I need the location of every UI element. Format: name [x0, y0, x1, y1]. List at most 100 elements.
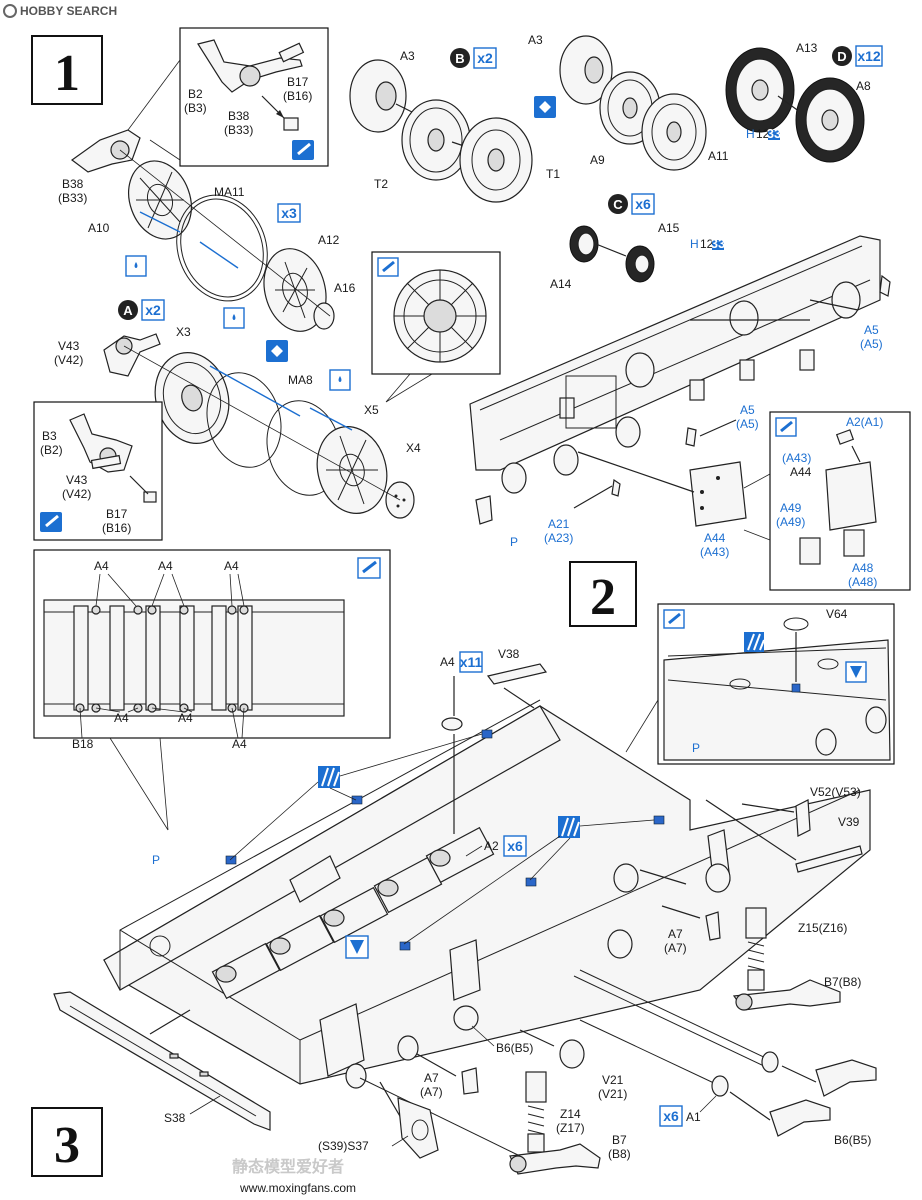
- assembly-arrow: [503, 687, 535, 709]
- part-a3-hub: A3: [349, 49, 415, 133]
- paint-brush-icon: [40, 512, 62, 532]
- svg-text:A16: A16: [334, 281, 356, 295]
- svg-text:A7: A7: [668, 927, 683, 941]
- svg-text:A12: A12: [318, 233, 340, 247]
- assembly-arrow: [781, 1065, 817, 1083]
- svg-text:Z14: Z14: [560, 1107, 581, 1121]
- svg-text:A4: A4: [94, 559, 109, 573]
- svg-text:C: C: [613, 197, 623, 212]
- inset-v64-detail: V64 P: [657, 603, 895, 765]
- svg-text:A8: A8: [856, 79, 871, 93]
- group-d-badge: D x12: [832, 45, 883, 67]
- svg-text:(A5): (A5): [736, 417, 759, 431]
- part-a14-roller: A14: [550, 225, 599, 291]
- svg-text:A14: A14: [550, 277, 572, 291]
- svg-text:H: H: [746, 127, 755, 141]
- part-b38-arm: B38 (B33): [58, 129, 141, 205]
- svg-text:B6(B5): B6(B5): [834, 1133, 871, 1147]
- inset-a44-plate: A2(A1) (A43) A44 A49 (A49) A48 (A48): [769, 411, 911, 591]
- svg-text:33: 33: [767, 126, 781, 141]
- callout-lead: [127, 59, 181, 131]
- svg-text:12: 12: [756, 127, 770, 141]
- svg-text:(A48): (A48): [848, 575, 877, 589]
- assembly-arrow: [139, 211, 181, 233]
- svg-text:A5: A5: [740, 403, 755, 417]
- svg-text:(A5): (A5): [860, 337, 883, 351]
- svg-text:A44: A44: [704, 531, 726, 545]
- callout-lead: [625, 699, 659, 753]
- part-hub-small: [607, 863, 639, 959]
- part-a10-hub: A10: [88, 160, 192, 240]
- blue-mark-blocks: [225, 729, 665, 951]
- svg-text:x6: x6: [635, 196, 651, 212]
- svg-text:A21: A21: [548, 517, 570, 531]
- svg-text:B: B: [455, 51, 464, 66]
- part-a3b-hub: A3: [528, 33, 613, 105]
- paint-brush-icon: [292, 140, 314, 160]
- part-t2-sprocket: T2: [374, 99, 471, 191]
- hull-lower: [103, 699, 871, 1085]
- svg-text:A11: A11: [708, 149, 729, 163]
- assembly-arrow: [209, 365, 301, 417]
- svg-text:X4: X4: [406, 441, 421, 455]
- assembly-arrow: [661, 905, 701, 919]
- svg-text:www.moxingfans.com: www.moxingfans.com: [239, 1181, 356, 1195]
- axis-line: [119, 149, 331, 317]
- stripe-icon: [318, 766, 340, 788]
- stripe-icon: [744, 632, 765, 652]
- svg-text:V43: V43: [66, 473, 88, 487]
- paint-chip-label: H 12 33: [746, 126, 781, 141]
- svg-text:V21: V21: [602, 1073, 624, 1087]
- paint-brush-icon: [775, 417, 797, 437]
- svg-text:A: A: [123, 303, 133, 318]
- part-ma11-ring: MA11 x3: [176, 185, 301, 302]
- svg-text:B17: B17: [287, 75, 309, 89]
- svg-text:x2: x2: [477, 50, 493, 66]
- stripe-icon: [558, 816, 580, 838]
- assembly-arrow: [595, 243, 627, 257]
- glue-icon: [125, 255, 147, 277]
- part-s37-idler: (S39)S37: [318, 1097, 439, 1159]
- inset-b2-arm: B2 (B3) B17 (B16) B38 (B33): [179, 27, 329, 167]
- svg-text:T1: T1: [546, 167, 560, 181]
- svg-text:X5: X5: [364, 403, 379, 417]
- svg-text:V43: V43: [58, 339, 80, 353]
- svg-text:A2: A2: [484, 839, 499, 853]
- part-v21-hub: V21 (V21): [559, 1039, 627, 1101]
- part-a4-top: A4 x11: [440, 651, 483, 731]
- assembly-arrow: [705, 799, 797, 861]
- svg-text:x12: x12: [857, 48, 881, 64]
- hull-side-upper: [469, 235, 881, 494]
- assembly-arrow: [729, 1091, 771, 1121]
- svg-text:A4: A4: [224, 559, 239, 573]
- part-a11-sprocket: A11: [641, 93, 729, 171]
- rear-plate-hatch: [319, 939, 481, 1077]
- svg-text:B6(B5): B6(B5): [496, 1041, 533, 1055]
- bump-stop-column: [73, 605, 253, 713]
- svg-text:A13: A13: [796, 41, 818, 55]
- svg-text:MA8: MA8: [288, 373, 313, 387]
- svg-text:33: 33: [711, 236, 725, 251]
- inset-hub-detail: [371, 251, 501, 375]
- svg-text:(A23): (A23): [544, 531, 573, 545]
- svg-text:(B16): (B16): [283, 89, 312, 103]
- svg-text:A48: A48: [852, 561, 874, 575]
- svg-text:(A43): (A43): [782, 451, 811, 465]
- part-idler-arm: [705, 829, 731, 893]
- part-s38-skirt: S38: [53, 991, 271, 1131]
- svg-text:B7: B7: [612, 1133, 627, 1147]
- svg-text:A5: A5: [864, 323, 879, 337]
- svg-text:HOBBY SEARCH: HOBBY SEARCH: [20, 4, 117, 18]
- svg-text:(B8): (B8): [608, 1147, 631, 1161]
- part-a5-bracket: A5 (A5): [860, 274, 891, 351]
- group-b-badge: B x2: [450, 47, 497, 69]
- svg-text:V64: V64: [826, 607, 848, 621]
- svg-text:(S39)S37: (S39)S37: [318, 1139, 369, 1153]
- svg-text:P: P: [510, 535, 518, 549]
- svg-text:x3: x3: [281, 205, 297, 221]
- svg-text:Z15(Z16): Z15(Z16): [798, 921, 847, 935]
- svg-text:12: 12: [700, 237, 714, 251]
- svg-text:A2(A1): A2(A1): [846, 415, 883, 429]
- part-a12-wheel: A12: [263, 233, 340, 332]
- part-v43-arm: V43 (V42): [54, 333, 161, 377]
